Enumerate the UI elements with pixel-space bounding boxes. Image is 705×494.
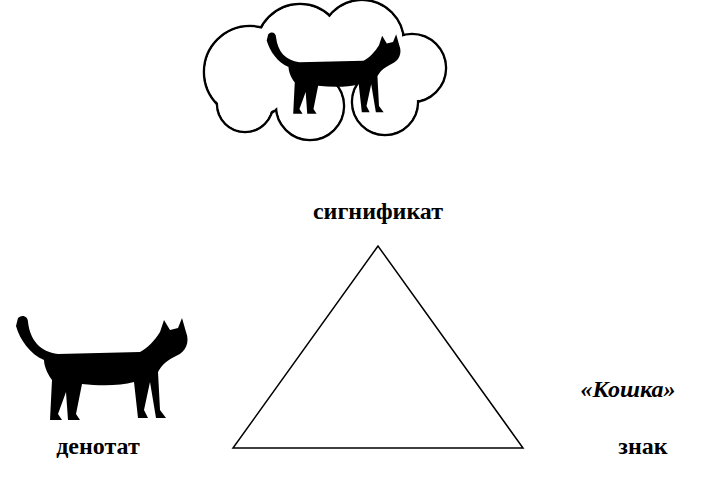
vertex-label: сигнификат	[313, 198, 443, 226]
vertex-label: «Кошка»	[581, 376, 676, 404]
cat-silhouette	[16, 316, 188, 420]
vertex-label: денотат	[56, 433, 140, 461]
thought-cloud	[204, 0, 446, 140]
cloud-fill	[205, 1, 444, 138]
cat-silhouette	[267, 33, 401, 114]
semiotic-triangle	[233, 246, 523, 448]
vertex-label: знак	[618, 433, 667, 461]
